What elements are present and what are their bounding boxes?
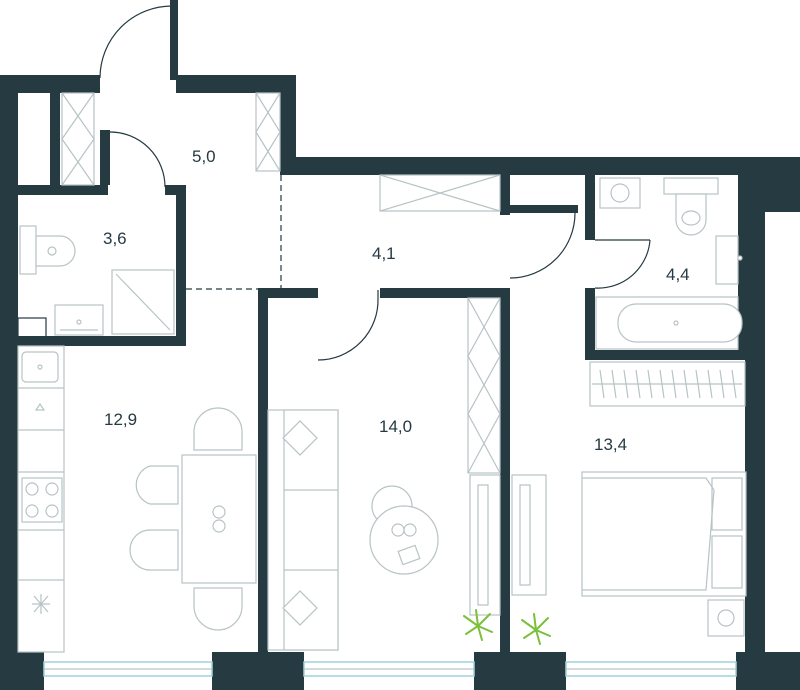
zone-lines <box>186 175 282 290</box>
area-label-bathroom: 4,4 <box>666 265 690 284</box>
wardrobes <box>61 92 746 474</box>
bedroom-fixtures <box>511 471 747 637</box>
area-label-wc: 3,6 <box>103 229 127 248</box>
bathroom-fixtures <box>595 177 743 350</box>
area-label-corridor: 4,1 <box>372 244 396 263</box>
wc-fixtures <box>19 225 175 336</box>
area-label-bedroom: 13,4 <box>594 435 628 454</box>
windows <box>43 661 737 677</box>
kitchen-fixtures <box>17 345 257 653</box>
area-label-kitchen: 12,9 <box>104 410 138 429</box>
area-label-living: 14,0 <box>379 417 413 436</box>
plant-icon <box>463 609 551 645</box>
living-fixtures <box>267 409 501 651</box>
doors <box>99 5 651 361</box>
area-label-hall: 5,0 <box>192 147 216 166</box>
